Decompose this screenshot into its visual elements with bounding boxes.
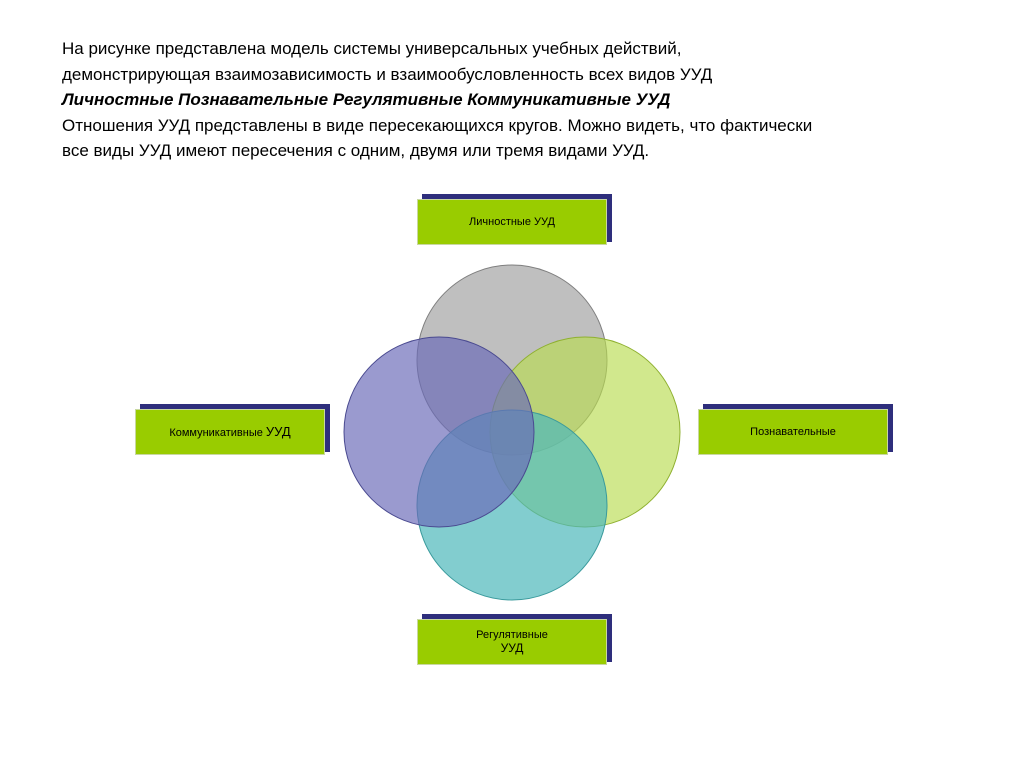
box-lichnostnye-label: Личностные УУД	[469, 215, 555, 228]
box-regulyativnye-line1: Регулятивные	[476, 629, 548, 641]
intro-line-2: демонстрирующая взаимозависимость и взаи…	[62, 64, 713, 84]
box-kommunikativnye: Коммуникативные УУД	[135, 409, 325, 455]
intro-line-4: Отношения УУД представлены в виде пересе…	[62, 115, 813, 135]
intro-line-1: На рисунке представлена модель системы у…	[62, 39, 682, 58]
box-poznavatelnye-label: Познавательные	[750, 425, 836, 438]
box-kommunikativnye-label: Коммуникативные	[169, 426, 266, 439]
circle-kommunikativnye	[343, 336, 535, 528]
box-kommunikativnye-text: Коммуникативные УУД	[169, 425, 290, 440]
box-kommunikativnye-suffix: УУД	[265, 423, 291, 439]
box-regulyativnye-line2: УУД	[500, 641, 524, 655]
box-regulyativnye: Регулятивные УУД	[417, 619, 607, 665]
intro-text: На рисунке представлена модель системы у…	[62, 36, 982, 164]
intro-line-5: все виды УУД имеют пересечения с одним, …	[62, 141, 650, 160]
box-poznavatelnye: Познавательные	[698, 409, 888, 455]
box-lichnostnye: Личностные УУД	[417, 199, 607, 245]
intro-line-3: Личностные Познавательные Регулятивные К…	[62, 90, 671, 109]
